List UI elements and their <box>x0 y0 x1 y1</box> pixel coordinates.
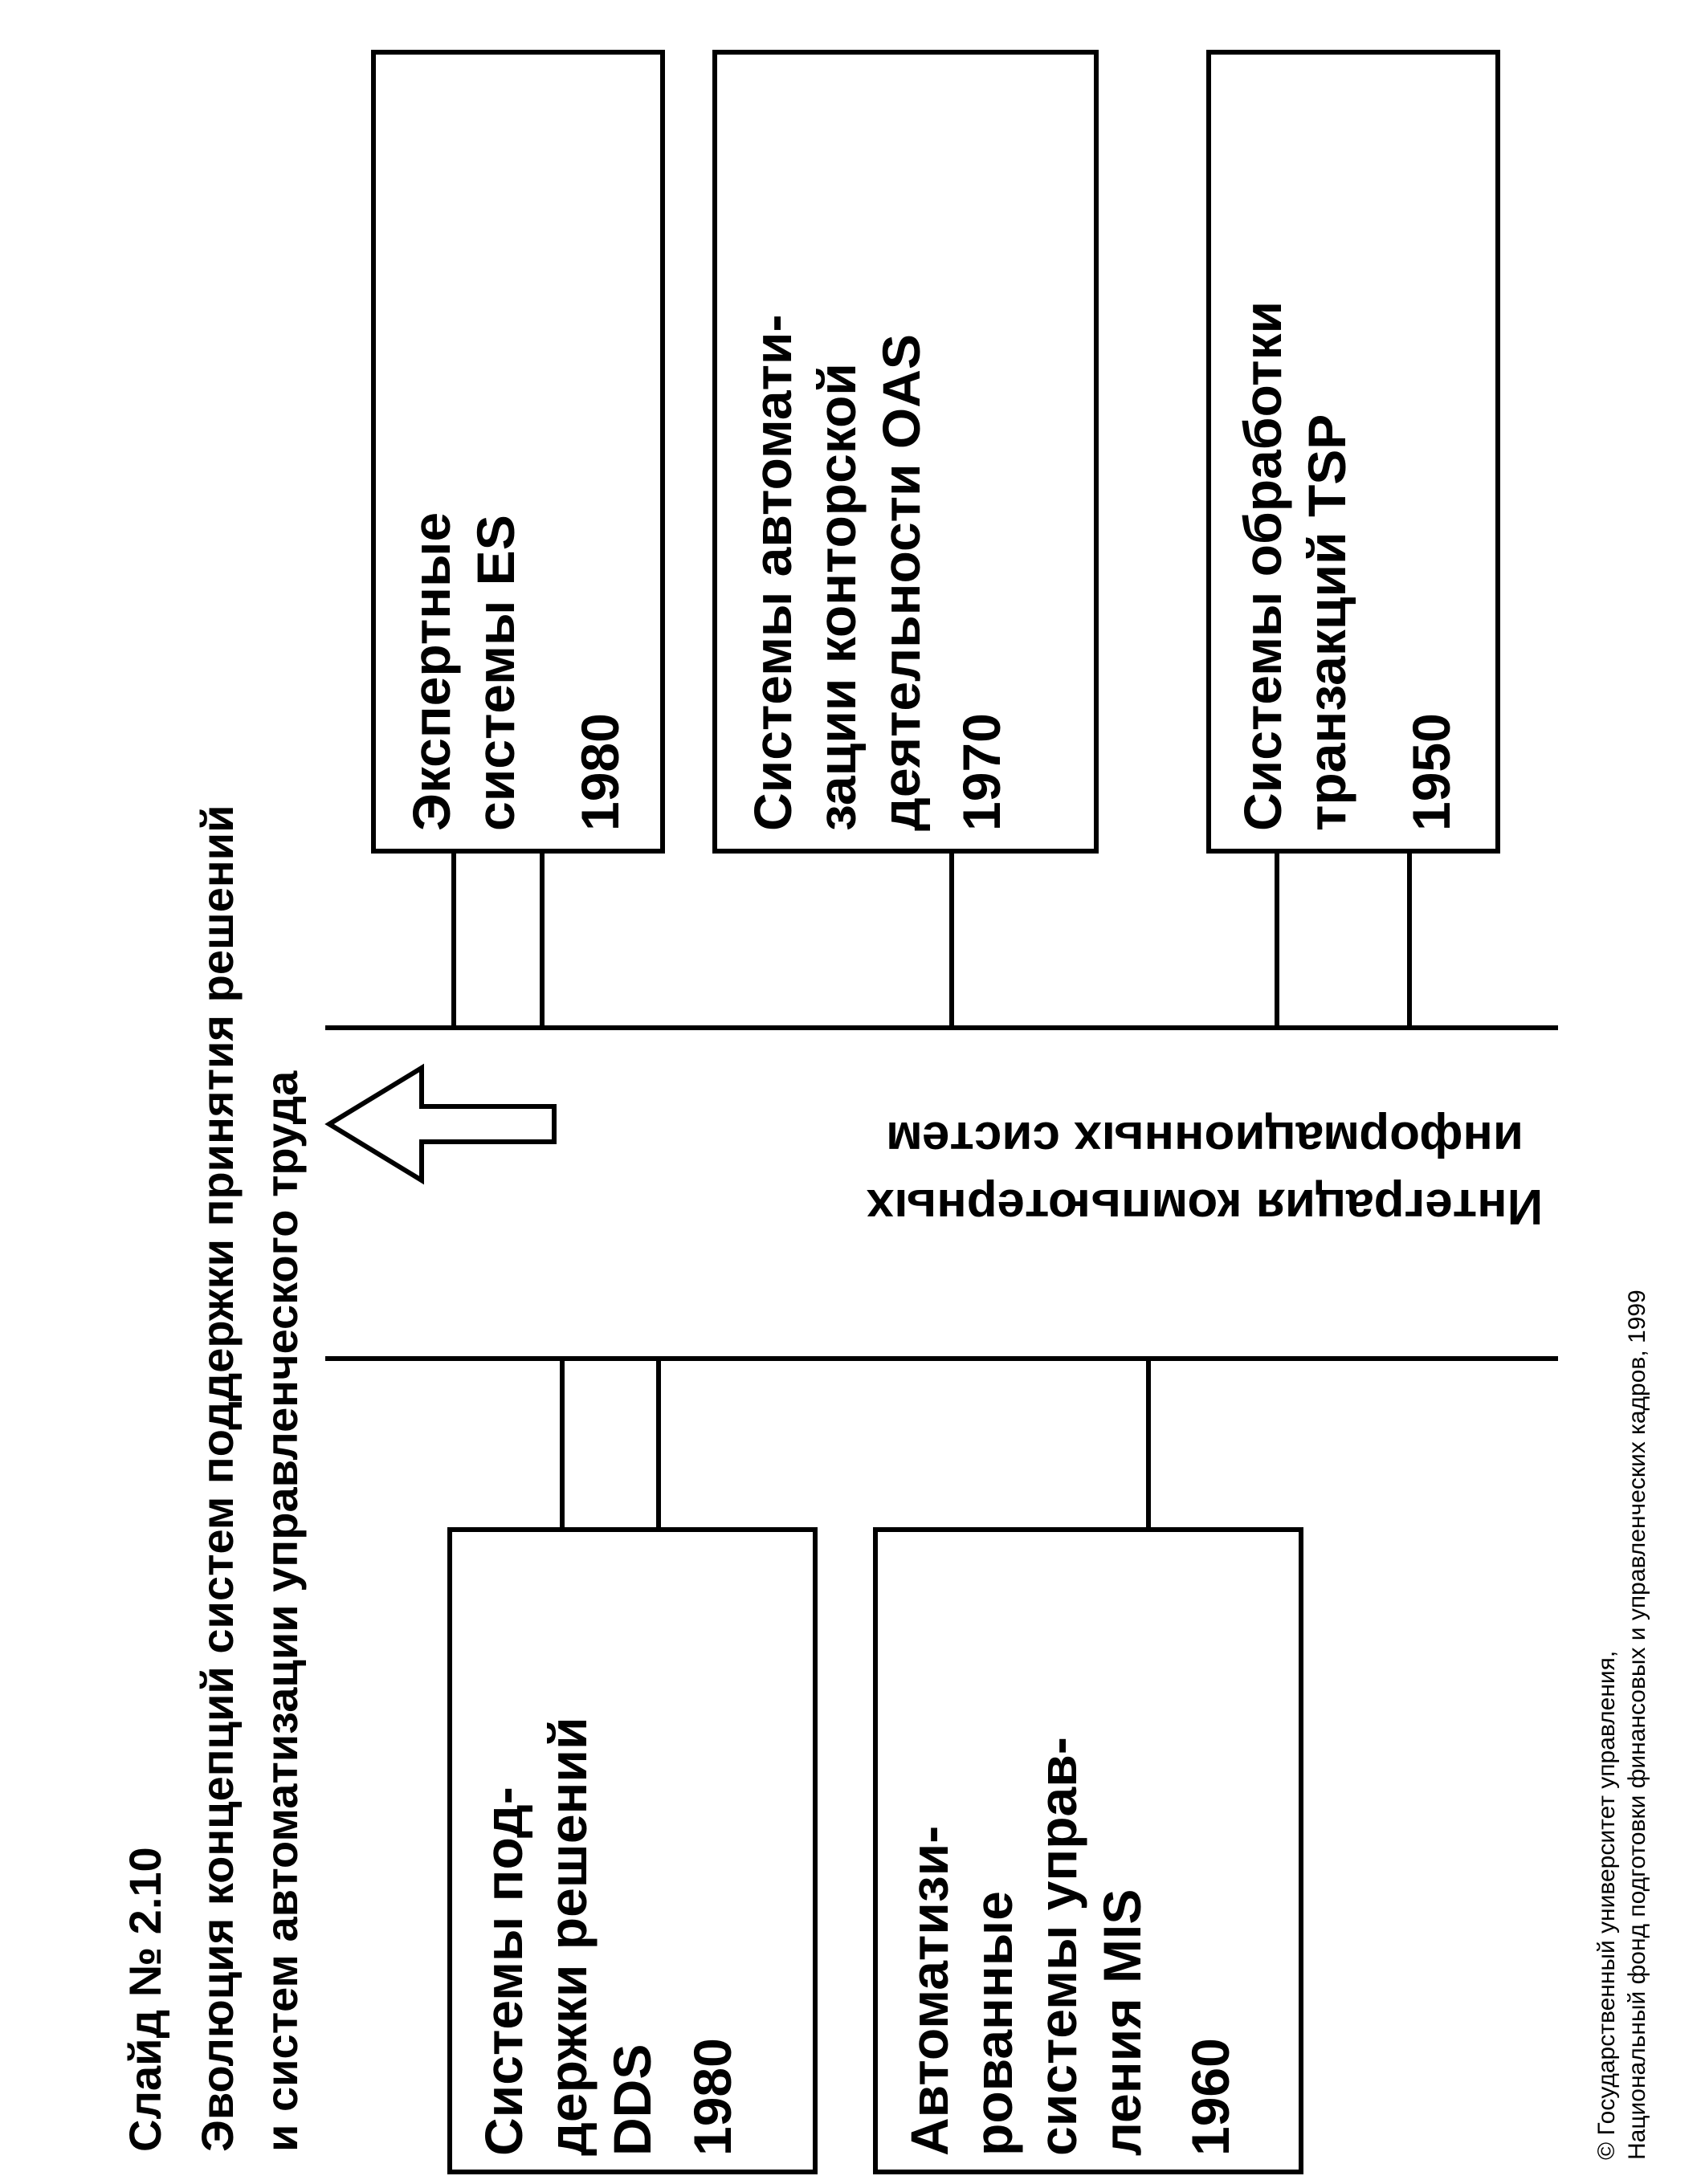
lower-connectors <box>325 1356 1558 1530</box>
box-tsp-year: 1950 <box>1401 713 1461 831</box>
box-oas-line-2: зации конторской <box>807 363 867 831</box>
box-tsp-line-1: Системы обработки <box>1233 301 1292 831</box>
slide-title-line-2: и систем автоматизации управленческого т… <box>256 1070 307 2152</box>
box-dds-line-1: Системы под- <box>474 1787 533 2156</box>
slide-title-line-1: Эволюция концепций систем поддержки прин… <box>192 805 243 2152</box>
box-mis-year: 1960 <box>1181 2038 1240 2156</box>
box-tsp: Системы обработки транзакций TSP 1950 <box>1206 50 1500 854</box>
box-mis-line-4: ления MIS <box>1092 1889 1152 2156</box>
copyright: © Государственный университет управления… <box>1593 1290 1650 2160</box>
integration-arrow <box>324 1063 557 1185</box>
box-mis-line-2: рованные <box>964 1891 1023 2156</box>
slide-header: Слайд № 2.10 Эволюция концепций систем п… <box>120 805 307 2152</box>
box-tsp-line-2: транзакций TSP <box>1297 414 1356 831</box>
integration-line-2: информационных систем <box>886 1111 1524 1167</box>
integration-line-1: Интеграция компьютерных <box>866 1179 1543 1234</box>
box-es-line-2: системы ES <box>466 515 525 831</box>
upper-connectors <box>325 851 1558 1030</box>
box-oas-year: 1970 <box>952 713 1011 831</box>
slide-number: Слайд № 2.10 <box>120 1847 170 2152</box>
box-dds-line-2: держки решений <box>538 1717 598 2156</box>
copyright-line-1: © Государственный университет управления… <box>1593 1651 1620 2160</box>
box-oas-line-1: Системы автомати- <box>743 315 802 831</box>
box-oas-line-3: деятельности OAS <box>871 334 931 831</box>
box-es: Экспертные системы ES 1980 <box>371 50 665 854</box>
box-dds-year: 1980 <box>683 2038 742 2156</box>
box-oas: Системы автомати- зации конторской деяте… <box>712 50 1099 854</box>
copyright-line-2: Национальный фонд подготовки финансовых … <box>1624 1290 1650 2160</box>
box-es-year: 1980 <box>570 713 630 831</box>
box-dds-line-3: DDS <box>602 2044 662 2156</box>
box-mis-line-1: Автоматизи- <box>899 1826 959 2156</box>
box-dds: Системы под- держки решений DDS 1980 <box>447 1527 818 2174</box>
integration-label: Интеграция компьютерных информационных с… <box>866 1111 1543 1234</box>
box-es-line-1: Экспертные <box>402 512 461 831</box>
box-mis: Автоматизи- рованные системы управ- лени… <box>873 1527 1303 2174</box>
box-mis-line-3: системы управ- <box>1028 1737 1087 2156</box>
